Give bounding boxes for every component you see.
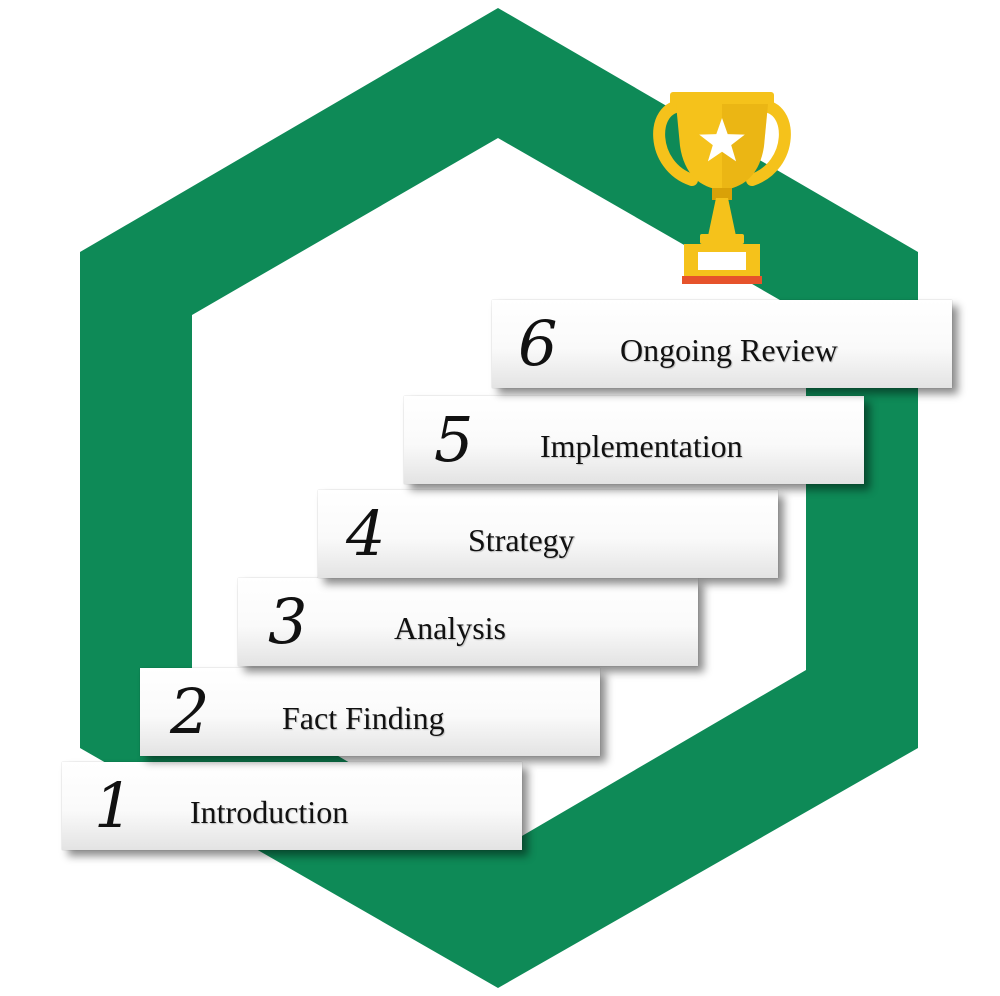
step-label: Introduction <box>190 794 349 830</box>
step-number: 4 <box>346 497 386 570</box>
step-number: 3 <box>268 585 308 658</box>
step-number: 2 <box>170 675 210 748</box>
step-6: 6 Ongoing Review <box>492 300 952 388</box>
step-label: Fact Finding <box>282 700 445 736</box>
step-number: 5 <box>434 403 474 476</box>
step-number: 1 <box>94 769 134 842</box>
step-label: Analysis <box>394 610 506 646</box>
step-5: 5 Implementation <box>404 396 864 484</box>
trophy-icon <box>653 92 791 284</box>
step-1: 1 Introduction <box>62 762 522 850</box>
step-label: Strategy <box>468 522 575 558</box>
step-number: 6 <box>518 307 558 380</box>
step-4: 4 Strategy <box>318 490 778 578</box>
step-label: Ongoing Review <box>620 332 838 368</box>
star-icon <box>699 118 745 162</box>
step-label: Implementation <box>540 428 743 464</box>
step-2: 2 Fact Finding <box>140 668 600 756</box>
step-3: 3 Analysis <box>238 578 698 666</box>
